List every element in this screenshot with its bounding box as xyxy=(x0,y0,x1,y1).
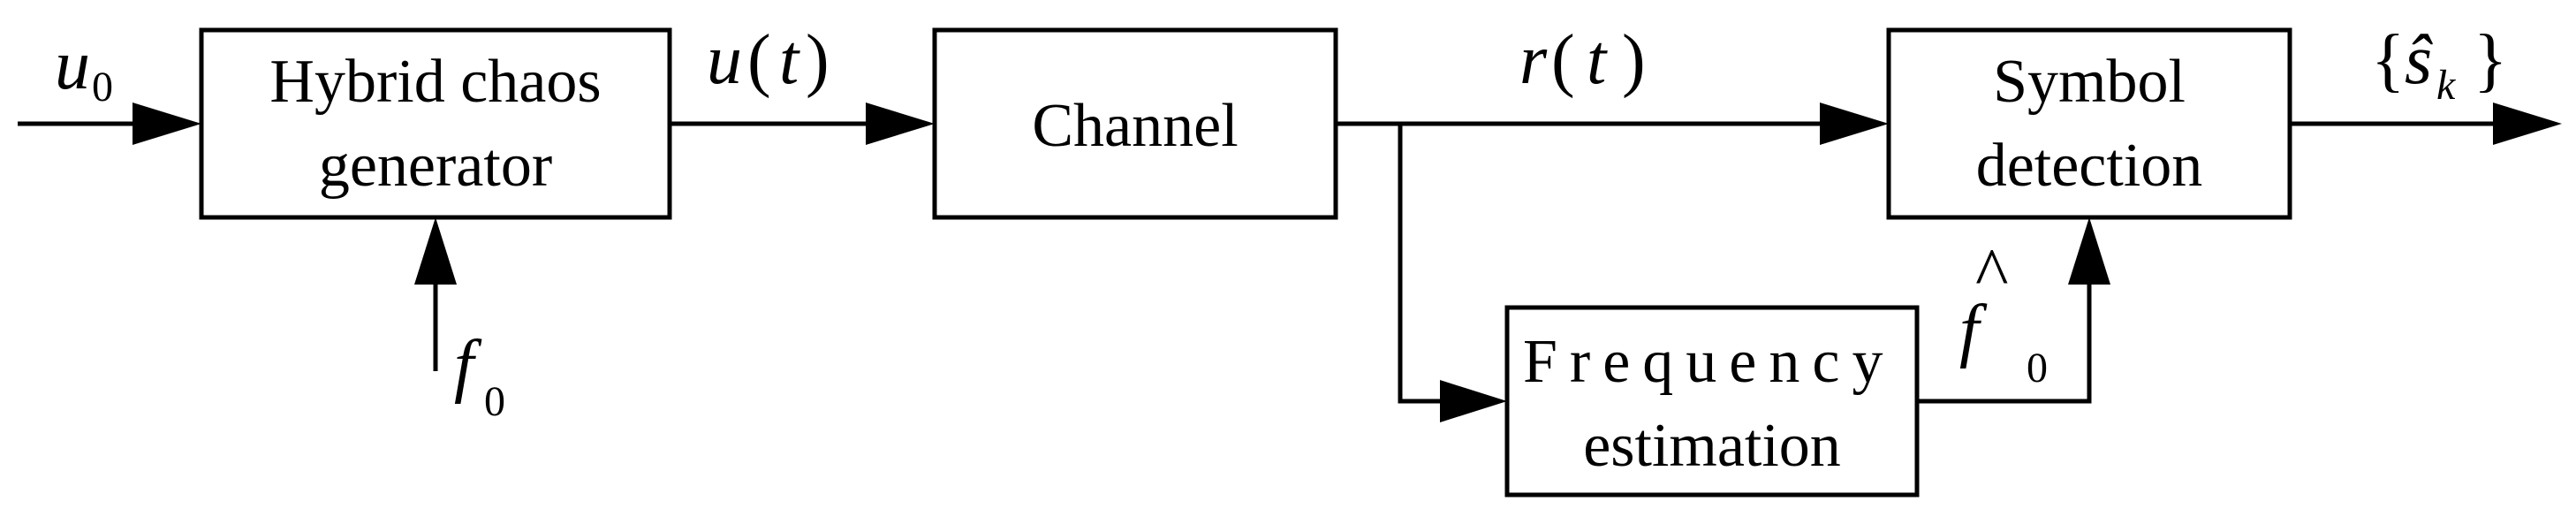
output-arrow xyxy=(2290,103,2562,145)
channel-to-detection-arrow xyxy=(1336,103,1889,145)
chaos-output-argument: t xyxy=(779,21,800,99)
hybrid-chaos-generator-label-line1: Hybrid chaos xyxy=(269,48,601,116)
symbol-detection-label-line2: detection xyxy=(1976,132,2203,200)
received-signal-label: r ( t ) xyxy=(1519,21,1646,99)
hybrid-chaos-generator-label-line2: generator xyxy=(319,132,552,200)
frequency-estimate-subscript: 0 xyxy=(2027,345,2048,391)
received-signal-close-paren: ) xyxy=(1622,21,1646,99)
detected-symbols-subscript: k xyxy=(2436,62,2457,109)
received-signal-argument: t xyxy=(1587,21,1608,99)
control-signal-label: f 0 xyxy=(454,327,505,425)
frequency-estimation-label-line2: estimation xyxy=(1583,412,1841,480)
generator-to-channel-arrow xyxy=(670,103,935,145)
control-arrow xyxy=(414,217,457,371)
channel-to-estimation-arrow xyxy=(1398,124,1507,422)
input-signal-symbol: u xyxy=(55,27,90,104)
symbol-detection-label-line1: Symbol xyxy=(1993,48,2186,116)
received-signal-symbol: r xyxy=(1519,21,1548,99)
chaos-output-symbol: u xyxy=(707,21,742,99)
hybrid-chaos-generator-block: Hybrid chaos generator xyxy=(199,27,672,220)
input-arrow xyxy=(18,103,201,145)
detected-symbols-label: { ŝ k } xyxy=(2371,21,2507,109)
frequency-estimate-hat: ^ xyxy=(1975,235,2009,313)
channel-label: Channel xyxy=(1032,92,1238,160)
detected-symbols-symbol: ŝ xyxy=(2405,21,2433,99)
detected-symbols-open-brace: { xyxy=(2371,21,2405,99)
frequency-estimate-label: ^ f 0 xyxy=(1959,235,2048,391)
control-signal-symbol: f xyxy=(454,327,482,405)
channel-block: Channel xyxy=(932,27,1338,220)
chaos-output-open-paren: ( xyxy=(747,21,771,99)
control-signal-subscript: 0 xyxy=(484,378,505,425)
detected-symbols-close-brace: } xyxy=(2474,21,2507,99)
frequency-estimation-label-line1: Frequency xyxy=(1523,328,1895,396)
received-signal-open-paren: ( xyxy=(1551,21,1575,99)
input-signal-subscript: 0 xyxy=(92,64,113,110)
symbol-detection-block: Symbol detection xyxy=(1886,27,2292,220)
chaos-output-close-paren: ) xyxy=(806,21,830,99)
input-signal-label: u 0 xyxy=(55,27,113,110)
estimation-to-detection-arrow xyxy=(1917,217,2110,404)
chaos-output-signal-label: u ( t ) xyxy=(707,21,830,99)
frequency-estimation-block: Frequency estimation xyxy=(1504,305,1920,498)
